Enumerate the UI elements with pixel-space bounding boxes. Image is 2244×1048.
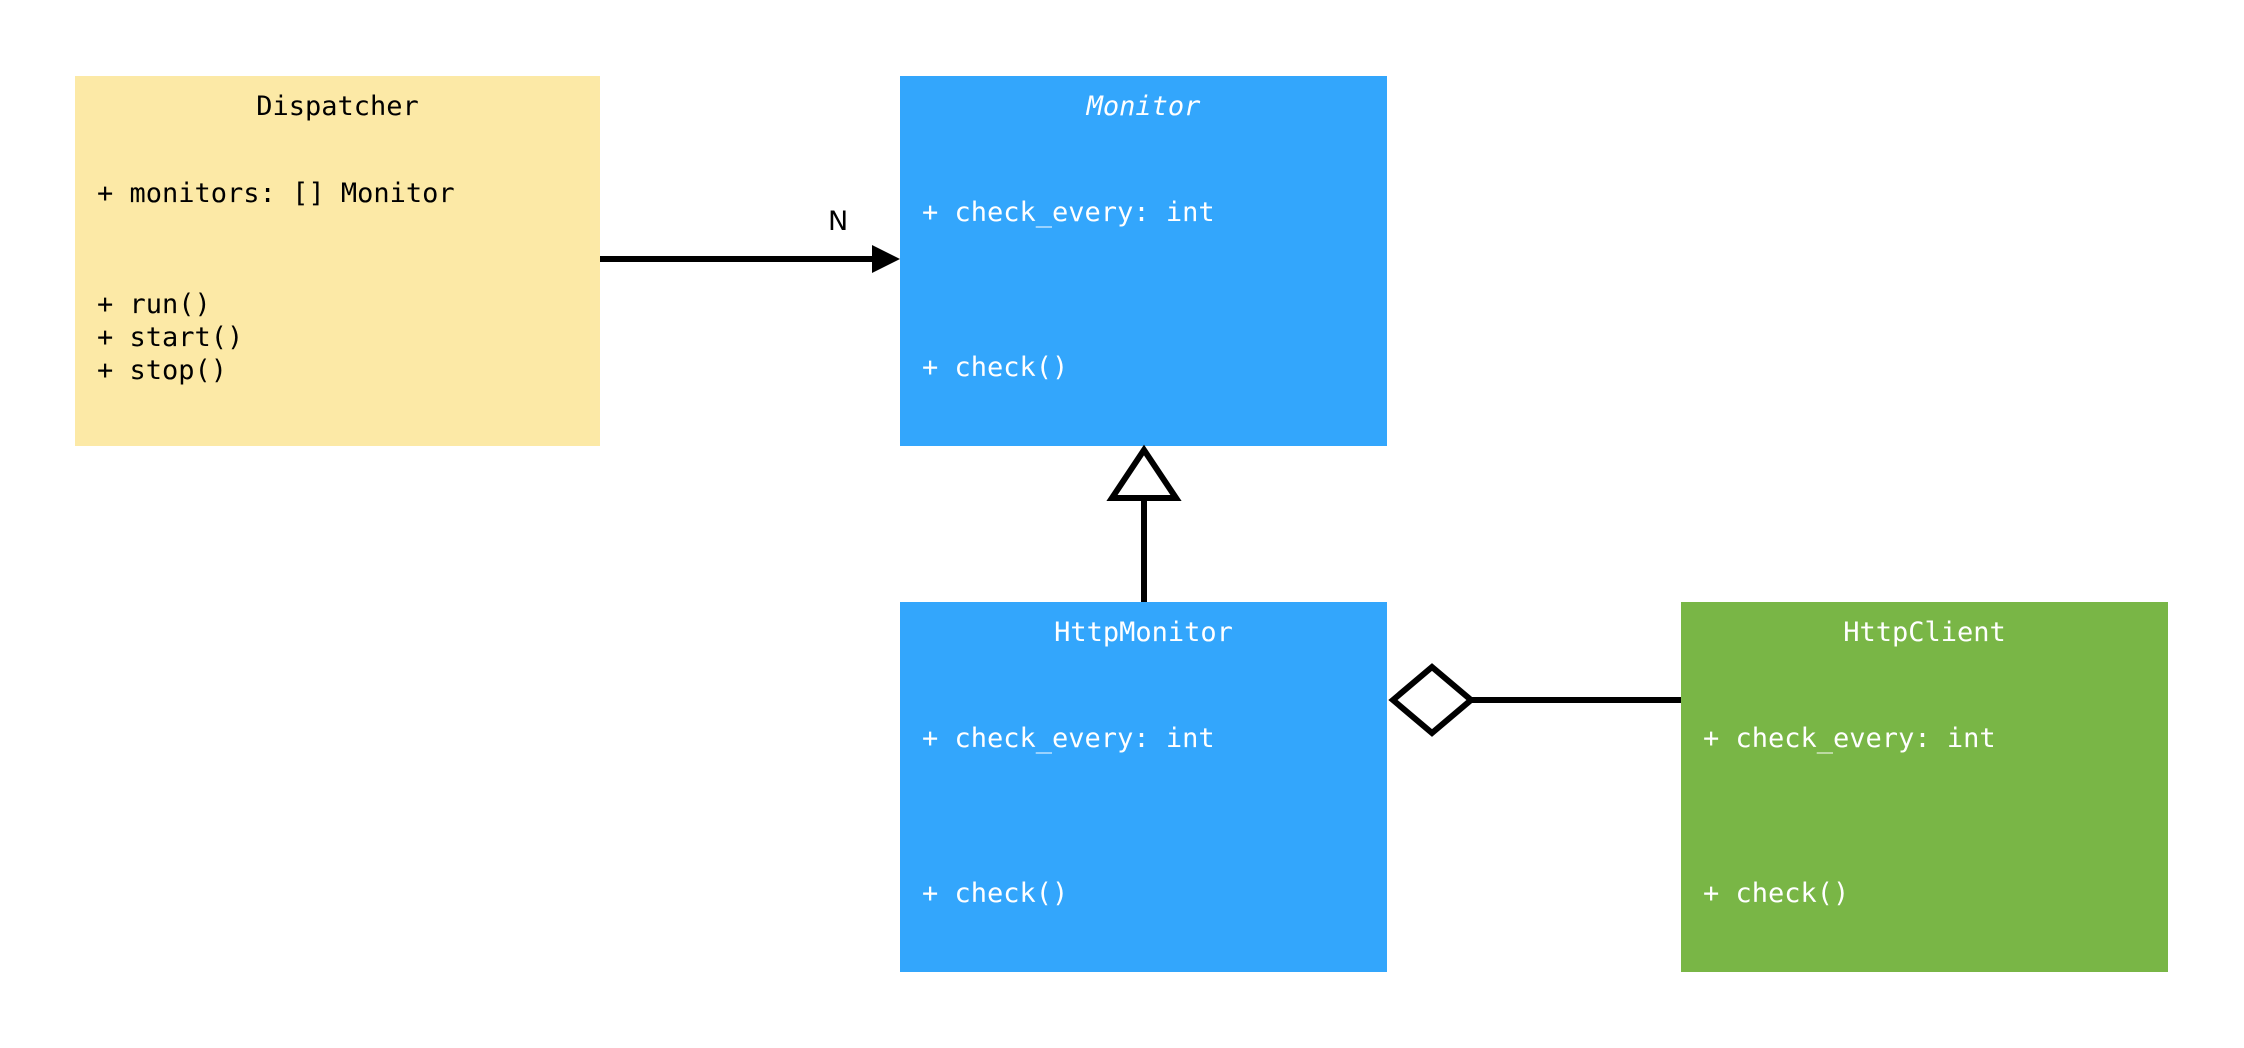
attribute-list-dispatcher: + monitors: [] Monitor — [97, 178, 455, 209]
relation-dispatcher-to-monitor[interactable] — [600, 235, 905, 275]
class-attributes-compartment-monitor: + check_every: int — [900, 136, 1387, 291]
relation-http-monitor-to-monitor[interactable] — [1105, 444, 1183, 604]
class-name-http-monitor: HttpMonitor — [1054, 617, 1233, 648]
class-box-http-monitor[interactable]: HttpMonitor + check_every: int + check() — [900, 602, 1387, 972]
class-methods-compartment-http-client: + check() — [1681, 817, 2168, 972]
class-title-compartment-http-client: HttpClient — [1681, 602, 2168, 662]
class-box-monitor[interactable]: Monitor + check_every: int + check() — [900, 76, 1387, 446]
class-title-compartment-dispatcher: Dispatcher — [75, 76, 600, 136]
attribute-list-http-monitor: + check_every: int — [922, 723, 1215, 754]
method-list-monitor: + check() — [922, 352, 1069, 383]
class-methods-compartment-dispatcher: + run() + start() + stop() — [75, 251, 600, 446]
class-name-http-client: HttpClient — [1843, 617, 2006, 648]
class-attributes-compartment-dispatcher: + monitors: [] Monitor — [75, 136, 600, 251]
attribute-list-monitor: + check_every: int — [922, 197, 1215, 228]
class-name-monitor: Monitor — [1086, 91, 1201, 122]
class-title-compartment-http-monitor: HttpMonitor — [900, 602, 1387, 662]
relation-label-multiplicity-n: N — [828, 206, 849, 237]
class-methods-compartment-monitor: + check() — [900, 291, 1387, 446]
class-box-http-client[interactable]: HttpClient + check_every: int + check() — [1681, 602, 2168, 972]
class-name-dispatcher: Dispatcher — [256, 91, 419, 122]
class-methods-compartment-http-monitor: + check() — [900, 817, 1387, 972]
attribute-list-http-client: + check_every: int — [1703, 723, 1996, 754]
class-attributes-compartment-http-client: + check_every: int — [1681, 662, 2168, 817]
method-list-http-client: + check() — [1703, 878, 1850, 909]
class-box-dispatcher[interactable]: Dispatcher + monitors: [] Monitor + run(… — [75, 76, 600, 446]
class-title-compartment-monitor: Monitor — [900, 76, 1387, 136]
method-list-dispatcher: + run() + start() + stop() — [97, 289, 244, 386]
class-attributes-compartment-http-monitor: + check_every: int — [900, 662, 1387, 817]
method-list-http-monitor: + check() — [922, 878, 1069, 909]
relation-http-monitor-to-http-client[interactable] — [1387, 660, 1683, 740]
